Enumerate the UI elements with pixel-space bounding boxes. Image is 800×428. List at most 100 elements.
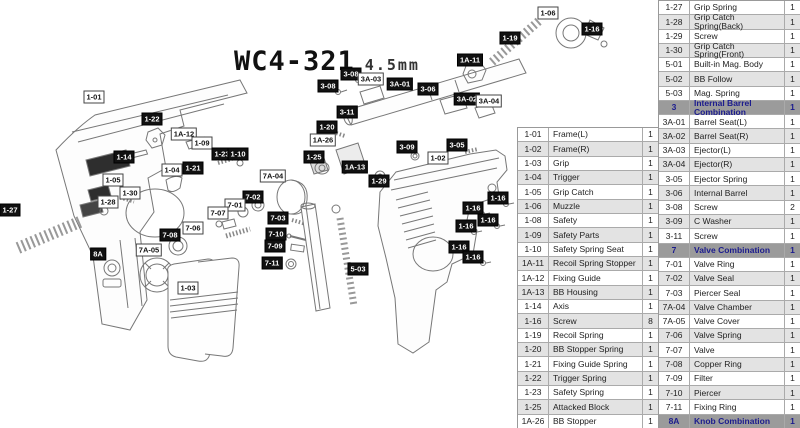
part-code: 1A-11 <box>518 256 549 271</box>
part-code: 7-11 <box>659 400 690 414</box>
part-code: 3A-03 <box>659 143 690 157</box>
part-qty: 1 <box>790 287 795 298</box>
part-code: 7-08 <box>659 357 690 371</box>
part-qty: 1 <box>648 129 653 140</box>
part-qty: 1 <box>790 130 795 141</box>
part-code: 7-01 <box>659 257 690 272</box>
part-code: 1-03 <box>518 156 549 170</box>
part-qty: 1 <box>648 330 653 340</box>
part-name: Grip Catch <box>549 185 643 199</box>
part-name: Valve Ring <box>690 257 785 272</box>
model-number: WC4-321 <box>234 46 355 77</box>
part-qty: 1 <box>790 373 795 384</box>
part-name: Safety Spring Seat <box>549 242 643 256</box>
part-callout-label: 3-05 <box>446 138 468 152</box>
page-title: WC4-321 4.5mm <box>234 46 420 77</box>
part-name: Safety Parts <box>549 228 643 242</box>
part-qty: 1 <box>790 301 795 312</box>
part-callout-label: 7-06 <box>182 221 204 235</box>
part-qty: 1 <box>790 273 795 284</box>
part-qty: 1 <box>648 201 653 212</box>
part-name: Safety <box>549 213 643 228</box>
part-qty: 1 <box>790 330 795 341</box>
part-code: 1-29 <box>659 29 690 43</box>
part-name: Trigger Spring <box>549 371 643 385</box>
part-qty: 1 <box>648 229 653 240</box>
part-name: BB Stopper <box>549 414 643 428</box>
part-qty: 1 <box>648 287 653 298</box>
part-callout-label: 7-09 <box>264 239 286 253</box>
part-qty: 1 <box>790 173 795 184</box>
part-callout-label: 1-16 <box>581 22 603 36</box>
part-name: Recoil Spring <box>549 328 643 342</box>
part-callout-label: 1-16 <box>448 240 470 254</box>
part-qty: 1 <box>648 172 653 183</box>
part-name: Fixing Ring <box>690 400 785 414</box>
part-name: Frame(R) <box>549 142 643 156</box>
part-callout-label: 7-02 <box>242 190 264 204</box>
part-callout-label: 5-03 <box>347 262 369 276</box>
part-qty: 1 <box>790 344 795 355</box>
part-name: Mag. Spring <box>690 86 785 100</box>
part-qty: 1 <box>790 259 795 270</box>
part-code: 3-11 <box>659 229 690 243</box>
part-name: Internal Barrel Combination <box>690 99 785 116</box>
part-name: Piercer Seal <box>690 286 785 300</box>
part-qty: 1 <box>790 401 795 412</box>
part-callout-label: 1-02 <box>427 151 449 165</box>
part-name: Built-in Mag. Body <box>690 58 785 72</box>
part-callout-label: 3A-01 <box>386 77 414 91</box>
part-callout-label: 1-22 <box>141 112 163 126</box>
part-code: 7-02 <box>659 272 690 286</box>
part-name: Frame(L) <box>549 128 643 142</box>
part-qty: 1 <box>790 387 795 398</box>
part-code: 7A-05 <box>659 314 690 329</box>
part-code: 1-09 <box>518 228 549 242</box>
part-code: 1-27 <box>659 1 690 15</box>
part-qty: 1 <box>790 30 795 41</box>
part-name: Screw <box>549 314 643 328</box>
part-code: 7-10 <box>659 386 690 400</box>
part-code: 3-05 <box>659 172 690 186</box>
part-callout-label: 3A-03 <box>357 72 385 86</box>
part-name: Attacked Block <box>549 400 643 414</box>
part-callout-label: 1-20 <box>316 120 338 134</box>
part-code: 7 <box>659 243 690 257</box>
part-callout-label: 1-28 <box>97 195 119 209</box>
part-callout-label: 1A-13 <box>341 160 369 174</box>
part-qty: 1 <box>648 358 653 369</box>
part-qty: 1 <box>790 216 795 227</box>
part-name: Valve Cover <box>690 314 785 329</box>
part-code: 3 <box>659 100 690 115</box>
part-code: 1-21 <box>518 357 549 371</box>
part-name: Recoil Spring Stopper <box>549 256 643 271</box>
part-qty: 1 <box>790 230 795 241</box>
part-callout-label: 1-09 <box>191 136 213 150</box>
part-name: Axis <box>549 299 643 314</box>
part-code: 1A-26 <box>518 414 549 428</box>
part-callout-label: 7-11 <box>261 256 283 270</box>
part-name: Muzzle <box>549 199 643 213</box>
part-code: 7-06 <box>659 329 690 343</box>
part-code: 3-09 <box>659 214 690 229</box>
part-callout-label: 1-01 <box>83 90 105 104</box>
part-code: 1-10 <box>518 242 549 256</box>
part-code: 3-08 <box>659 200 690 214</box>
part-name: Screw <box>690 229 785 243</box>
part-code: 5-02 <box>659 72 690 86</box>
